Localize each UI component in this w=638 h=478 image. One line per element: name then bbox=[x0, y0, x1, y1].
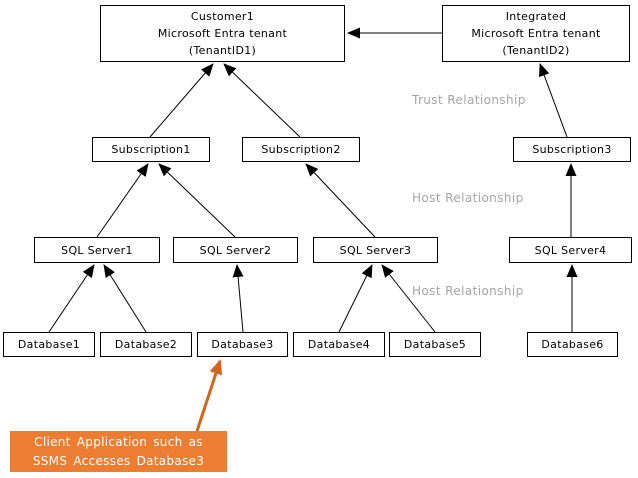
node-tenant2: Integrated Microsoft Entra tenant (Tenan… bbox=[442, 5, 630, 62]
node-subscription1: Subscription1 bbox=[92, 137, 210, 162]
edge-database3-sqlserver2 bbox=[232, 264, 244, 333]
node-tenant2-line1: Integrated bbox=[505, 10, 567, 23]
edge-sqlserver3-subscription2 bbox=[305, 163, 376, 238]
node-tenant1-line2: Microsoft Entra tenant bbox=[157, 27, 288, 40]
node-tenant2-line2: Microsoft Entra tenant bbox=[471, 27, 601, 40]
callout-line2: SSMS Accesses Database3 bbox=[32, 453, 205, 468]
edge-subscription1-tenant1 bbox=[149, 63, 214, 138]
callout-client-application: Client Application such as SSMS Accesses… bbox=[10, 431, 227, 472]
node-database5: Database5 bbox=[389, 332, 481, 357]
node-tenant1-line1: Customer1 bbox=[190, 10, 255, 23]
node-sqlserver3: SQL Server3 bbox=[313, 237, 438, 263]
edge-subscription2-tenant1 bbox=[223, 63, 301, 138]
edge-database2-sqlserver1 bbox=[103, 264, 147, 333]
node-tenant2-line3: (TenantID2) bbox=[502, 44, 570, 57]
node-sqlserver2: SQL Server2 bbox=[173, 237, 298, 263]
edge-sqlserver1-subscription1 bbox=[96, 163, 149, 238]
node-database1: Database1 bbox=[3, 332, 95, 357]
edge-sqlserver2-subscription1 bbox=[158, 163, 236, 238]
edge-database5-sqlserver3 bbox=[381, 264, 436, 333]
callout-line1: Client Application such as bbox=[34, 434, 203, 449]
node-tenant1: Customer1 Microsoft Entra tenant (Tenant… bbox=[100, 5, 345, 62]
node-tenant1-line3: (TenantID1) bbox=[188, 44, 257, 57]
node-database6: Database6 bbox=[527, 332, 618, 357]
label-host-relationship-2: Host Relationship bbox=[412, 284, 524, 298]
node-database2: Database2 bbox=[100, 332, 192, 357]
node-subscription2: Subscription2 bbox=[242, 137, 360, 162]
label-trust-relationship: Trust Relationship bbox=[412, 93, 526, 107]
node-database3: Database3 bbox=[197, 332, 288, 357]
node-subscription3: Subscription3 bbox=[513, 137, 631, 162]
label-host-relationship-1: Host Relationship bbox=[412, 191, 524, 205]
edge-database4-sqlserver3 bbox=[338, 264, 373, 333]
edge-database1-sqlserver1 bbox=[48, 264, 95, 333]
node-sqlserver1: SQL Server1 bbox=[34, 237, 160, 263]
edge-callout-database3 bbox=[195, 359, 223, 432]
node-database4: Database4 bbox=[293, 332, 385, 357]
edge-subscription3-tenant2 bbox=[539, 63, 568, 138]
node-sqlserver4: SQL Server4 bbox=[509, 237, 632, 263]
